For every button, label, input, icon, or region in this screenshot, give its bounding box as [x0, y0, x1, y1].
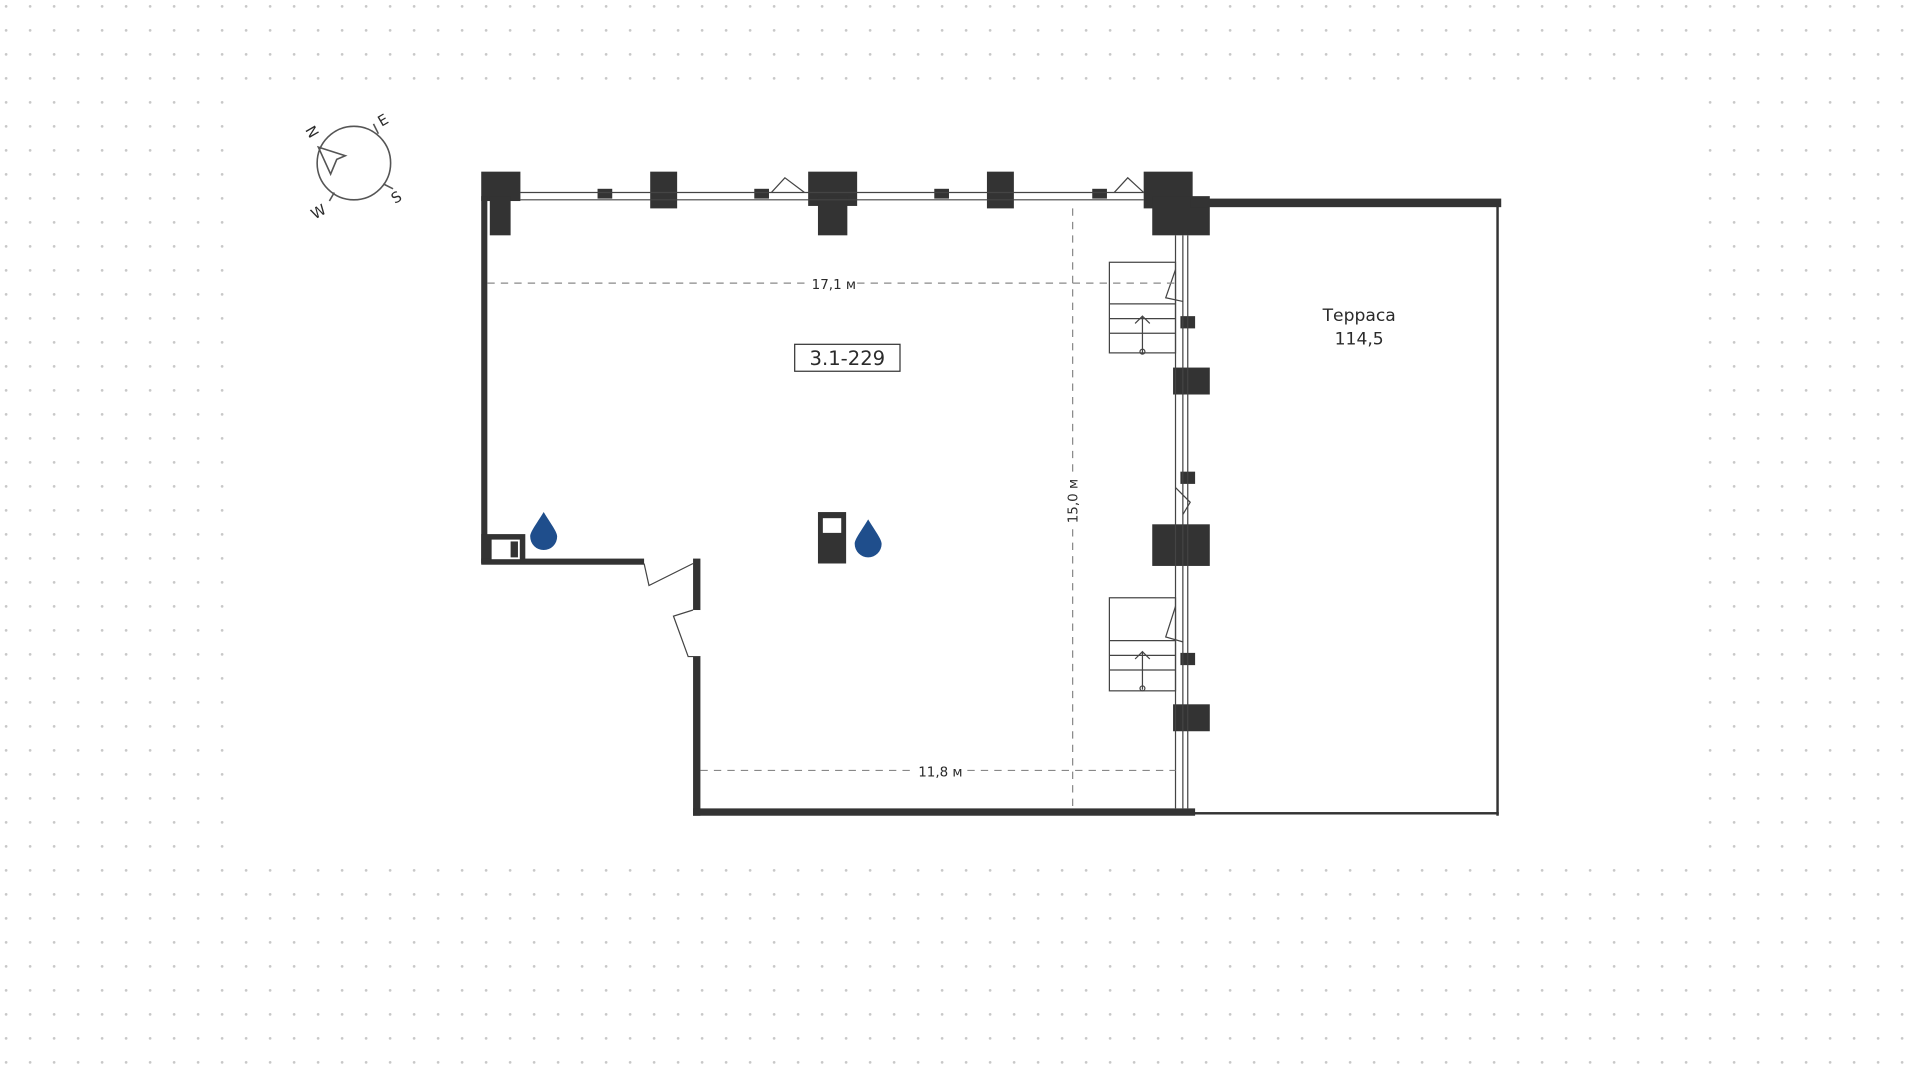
dot-grid-background	[4, 5, 1904, 1064]
compass-w: W	[308, 201, 329, 223]
window-lines	[520, 176, 1191, 809]
staircase-upper	[1108, 261, 1177, 355]
walls	[481, 171, 1502, 816]
compass-n: N	[301, 123, 321, 141]
north-arrow-icon	[316, 145, 348, 177]
terrace-area: 114,5	[1335, 329, 1384, 349]
dimension-top: 17,1 м	[812, 278, 856, 293]
compass: N E S W	[301, 111, 405, 223]
compass-s: S	[388, 188, 405, 207]
dimension-vertical: 15,0 м	[1067, 479, 1082, 523]
dimension-bottom: 11,8 м	[918, 766, 962, 781]
staircase-lower	[1108, 597, 1177, 692]
dimension-lines	[487, 208, 1176, 809]
compass-e: E	[375, 111, 392, 130]
water-drop-icon	[530, 512, 558, 551]
terrace-label: Терраса	[1322, 306, 1396, 326]
unit-label: 3.1-229	[810, 347, 886, 370]
water-drop-icon	[854, 519, 882, 558]
unit-label-box	[794, 343, 901, 372]
